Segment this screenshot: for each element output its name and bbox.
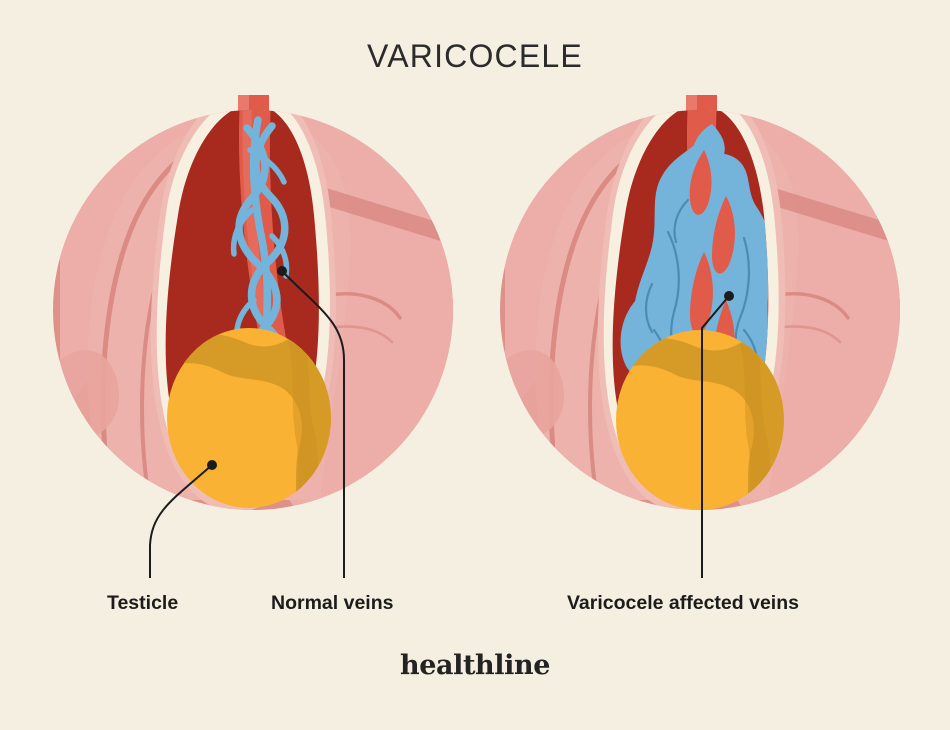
brand-logo: healthline: [400, 650, 550, 681]
testicle-shadow: [616, 330, 784, 510]
normal-anatomy-panel: [53, 95, 453, 510]
label-normal-veins: Normal veins: [271, 592, 394, 614]
inguinal-crease-band: [748, 180, 900, 250]
leader-line-varicocele-veins: [701, 295, 730, 578]
leader-line-testicle: [149, 464, 213, 578]
page-title: VARICOCELE: [367, 38, 583, 74]
label-varicocele-veins: Varicocele affected veins: [567, 592, 799, 614]
leader-dot-testicle: [207, 460, 217, 470]
testicle-shadow: [168, 328, 331, 508]
varicocele-anatomy-panel: [500, 95, 900, 510]
testicle-texture-edge: [288, 338, 320, 508]
leader-dot-varicocele-veins: [724, 291, 734, 301]
leader-line-normal-veins: [281, 270, 345, 578]
lower-crease-line: [776, 292, 850, 320]
callout-leaders: [149, 266, 734, 578]
lower-crease-line: [328, 292, 402, 320]
inguinal-crease-band: [300, 180, 453, 250]
label-testicle: Testicle: [107, 592, 179, 614]
leader-dot-normal-veins: [277, 266, 287, 276]
